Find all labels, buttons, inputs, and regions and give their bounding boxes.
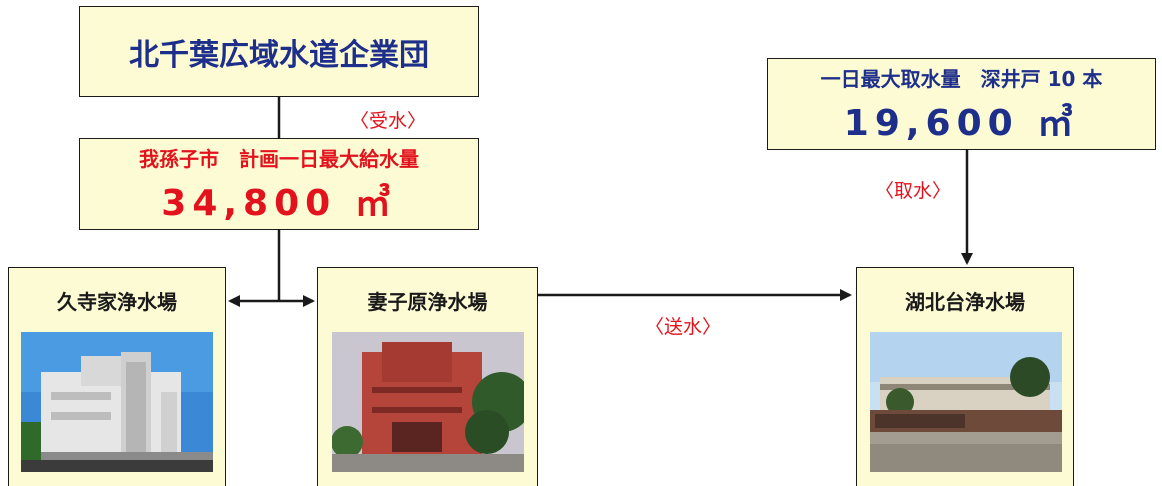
wells-box: 一日最大取水量 深井戸 10 本 19,600 ㎥ (767, 58, 1156, 150)
plant-kohokudai: 湖北台浄水場 (856, 267, 1074, 486)
supplier-box: 北千葉広域水道企業団 (79, 6, 479, 97)
city-plan-title: 我孫子市 計画一日最大給水量 (139, 146, 419, 171)
plant-kujike-name: 久寺家浄水場 (57, 290, 177, 314)
plant-kujike: 久寺家浄水場 (8, 267, 226, 486)
receive-label: 〈受水〉 (350, 110, 427, 132)
intake-label: 〈取水〉 (875, 180, 952, 202)
supplier-name: 北千葉広域水道企業団 (129, 37, 429, 73)
plant-kohokudai-photo (870, 332, 1062, 472)
plant-kujike-photo (21, 332, 213, 472)
plant-tsumakohara: 妻子原浄水場 (317, 267, 538, 486)
wells-title: 一日最大取水量 深井戸 10 本 (820, 66, 1103, 91)
plant-tsumakohara-photo (332, 332, 524, 472)
plant-kohokudai-name: 湖北台浄水場 (905, 290, 1025, 314)
plant-tsumakohara-name: 妻子原浄水場 (367, 290, 488, 314)
send-label: 〈送水〉 (645, 316, 722, 338)
wells-amount: 19,600 ㎥ (843, 102, 1080, 144)
city-plan-amount: 34,800 ㎥ (161, 182, 397, 224)
city-plan-box: 我孫子市 計画一日最大給水量 34,800 ㎥ (79, 138, 479, 230)
